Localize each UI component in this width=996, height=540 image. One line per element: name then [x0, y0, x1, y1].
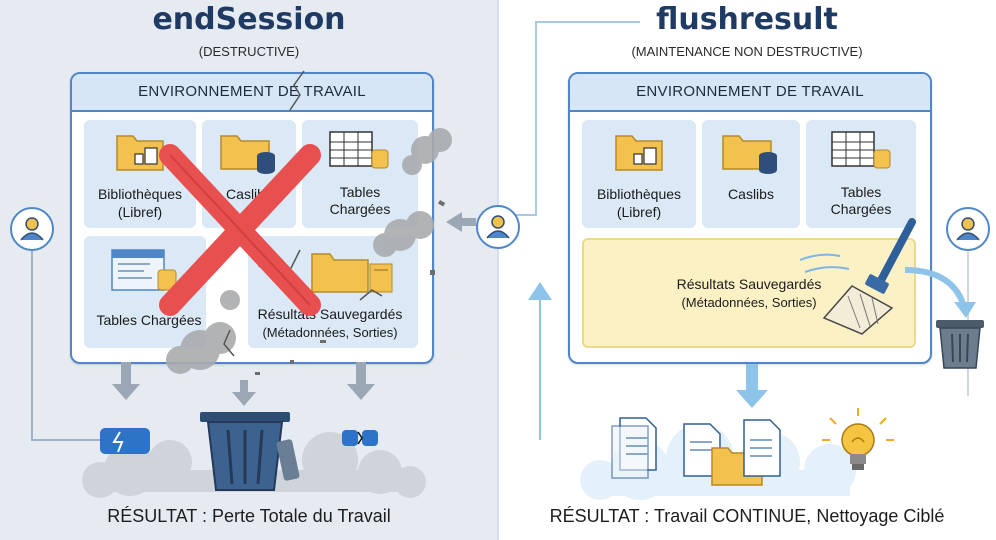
red-cross-icon — [159, 144, 321, 316]
right-label-bibliotheques: Bibliothèques — [596, 186, 682, 202]
right-tile-caslibs: Caslibs — [702, 120, 800, 228]
left-label-tables-1: Tables — [339, 184, 381, 200]
right-up-arrow — [528, 282, 552, 300]
left-title: endSession — [152, 2, 346, 37]
right-title: flushresult — [656, 2, 838, 37]
left-down-arrows — [112, 362, 375, 406]
library-folder-icon — [116, 135, 164, 171]
panel-divider — [497, 0, 499, 540]
library-folder-icon — [615, 135, 663, 171]
right-user-avatar-left — [476, 205, 520, 249]
right-user-avatar-right — [946, 207, 990, 251]
left-subtitle: (DESTRUCTIVE) — [198, 44, 300, 59]
right-label-tables-1: Tables — [840, 184, 882, 200]
left-label-tables-chargees: Tables Chargées — [96, 312, 202, 328]
right-label-caslibs: Caslibs — [728, 186, 774, 202]
broom-icon — [799, 218, 916, 335]
left-label-libref: (Libref) — [117, 204, 163, 220]
left-user-avatar — [10, 207, 54, 251]
user-icon — [486, 215, 510, 239]
right-tile-tables: Tables Chargées — [806, 120, 916, 228]
right-result: RÉSULTAT : Travail CONTINUE, Nettoyage C… — [549, 506, 945, 526]
caslibs-folder-icon — [220, 135, 275, 174]
caslibs-folder-icon — [722, 135, 777, 174]
user-icon — [956, 217, 980, 241]
right-env-header: ENVIRONNEMENT DE TRAVAIL — [570, 74, 930, 112]
document-icon-3 — [743, 419, 781, 477]
document-icon-1 — [611, 417, 657, 479]
broken-link-icon-right — [342, 430, 378, 446]
right-subtitle: (MAINTENANCE NON DESTRUCTIVE) — [631, 44, 863, 59]
code-window-icon — [111, 249, 177, 291]
table-grid-icon — [831, 131, 891, 169]
small-trash-icon — [936, 320, 984, 369]
broken-link-icon-left — [100, 428, 150, 454]
right-tile-bibliotheques: Bibliothèques (Libref) — [582, 120, 696, 228]
left-label-resultats: Résultats Sauvegardés — [257, 306, 403, 322]
destruction-overlay — [82, 70, 452, 498]
user-icon — [20, 217, 44, 241]
left-label-tables-2: Chargées — [329, 201, 391, 217]
left-label-resultats-sub: (Métadonnées, Sorties) — [262, 325, 398, 340]
smoke-cloud-icon — [166, 128, 452, 374]
left-result: RÉSULTAT : Perte Totale du Travail — [107, 506, 391, 526]
document-icon-2 — [683, 423, 721, 477]
trash-can-icon — [200, 412, 300, 491]
left-env-header: ENVIRONNEMENT DE TRAVAIL — [72, 74, 432, 112]
right-label-libref: (Libref) — [616, 204, 662, 220]
right-down-arrow — [736, 364, 768, 408]
lightbulb-icon — [822, 408, 894, 470]
right-label-tables-2: Chargées — [830, 201, 892, 217]
right-label-resultats: Résultats Sauvegardés — [676, 276, 822, 292]
left-tile-tables-top: Tables Chargées — [302, 120, 418, 228]
left-label-bibliotheques: Bibliothèques — [97, 186, 183, 202]
table-grid-icon — [329, 131, 389, 169]
right-label-resultats-sub: (Métadonnées, Sorties) — [681, 295, 817, 310]
